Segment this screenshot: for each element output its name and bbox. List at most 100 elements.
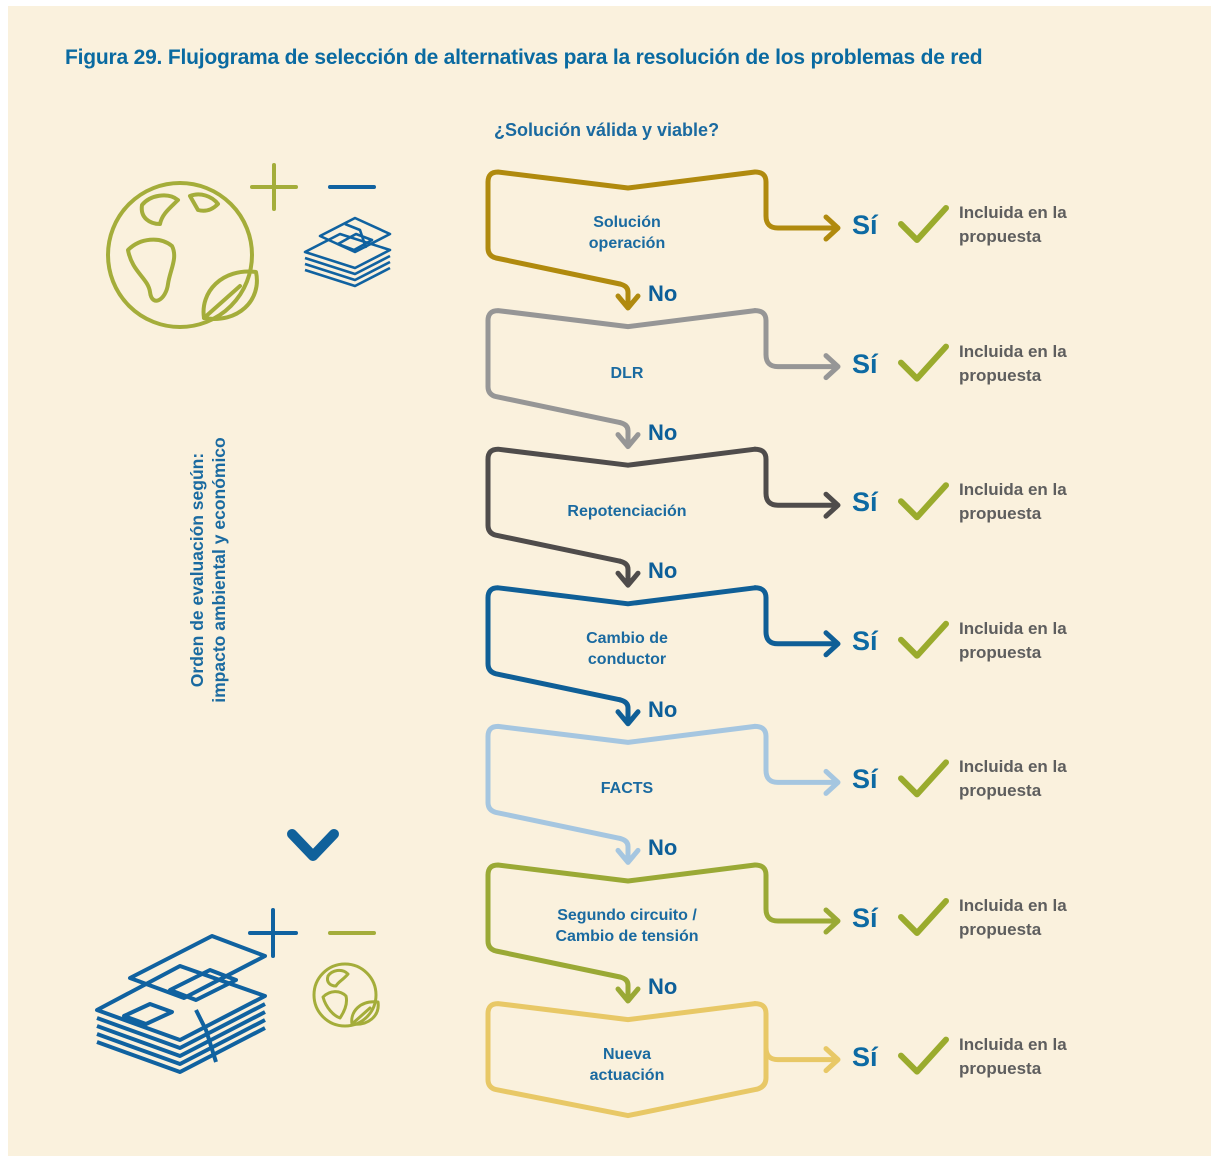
no-connector xyxy=(617,835,631,863)
flow-box-label-line2: operación xyxy=(588,235,666,252)
yes-arrow-icon xyxy=(823,353,841,381)
included-note-line2: propuesta xyxy=(959,1058,1042,1078)
flow-box-label-line1: Solución xyxy=(593,214,661,231)
flow-box-outline xyxy=(485,169,758,287)
no-label: No xyxy=(648,281,678,306)
plus-icon xyxy=(248,908,298,958)
flow-box-outline xyxy=(485,308,758,426)
included-note-line1: Incluida en la xyxy=(959,896,1067,915)
no-label: No xyxy=(648,558,678,584)
flow-box-label: FACTS xyxy=(497,778,757,799)
included-note: Incluida en la propuesta xyxy=(959,340,1119,388)
no-connector xyxy=(617,558,631,586)
flow-box-outline xyxy=(485,446,758,564)
included-note-line1: Incluida en la xyxy=(959,480,1067,500)
flow-box-label-line2: actuación xyxy=(589,1066,665,1084)
flow-box-label-line1: DLR xyxy=(610,364,644,382)
evaluation-order-label: Orden de evaluación según: impacto ambie… xyxy=(186,360,230,780)
included-note-line2: propuesta xyxy=(959,365,1042,385)
flow-step-6 xyxy=(485,862,949,1004)
yes-connector xyxy=(752,585,835,647)
yes-label: Sí xyxy=(852,764,878,795)
no-connector xyxy=(617,974,631,1002)
included-note-line1: Incluida en la xyxy=(959,618,1067,638)
yes-label: Sí xyxy=(852,903,878,933)
yes-connector xyxy=(752,723,835,785)
plus-icon xyxy=(250,163,298,211)
yes-arrow-icon xyxy=(823,214,841,242)
check-icon xyxy=(898,620,949,659)
yes-arrow-icon xyxy=(823,491,841,519)
no-arrow-icon xyxy=(615,986,641,1004)
included-note-line1: Incluida en la xyxy=(959,1034,1067,1054)
flow-box-label-line1: Nueva xyxy=(602,1045,652,1063)
check-icon xyxy=(898,1036,949,1075)
flow-step-2 xyxy=(485,308,949,450)
check-icon xyxy=(898,205,949,243)
no-connector xyxy=(617,420,631,448)
flow-box-label: Solución operación xyxy=(497,212,757,254)
no-arrow-icon xyxy=(615,847,641,865)
yes-label: Sí xyxy=(852,210,878,240)
flow-step-1 xyxy=(485,169,949,311)
yes-arrow-icon xyxy=(823,768,841,796)
flow-box-label-line1: Segundo circuito / xyxy=(557,907,697,924)
flow-box-label-line2: conductor xyxy=(587,650,667,668)
yes-label: Sí xyxy=(852,487,878,518)
included-note-line2: propuesta xyxy=(959,920,1042,939)
evaluation-order-label-line1: Orden de evaluación según: xyxy=(187,452,207,688)
included-note-line1: Incluida en la xyxy=(959,341,1067,361)
no-label: No xyxy=(648,974,678,999)
flow-box-label-line1: Repotenciación xyxy=(567,503,687,521)
no-label: No xyxy=(648,696,678,722)
no-arrow-icon xyxy=(615,709,641,727)
yes-connector xyxy=(752,169,835,231)
globe-leaf-icon xyxy=(312,962,380,1028)
included-note-line1: Incluida en la xyxy=(959,203,1067,222)
check-icon xyxy=(898,343,949,382)
yes-label: Sí xyxy=(852,1041,878,1072)
flow-box-outline xyxy=(485,723,758,841)
evaluation-order-label-line2: impacto ambiental y económico xyxy=(209,437,229,703)
flow-step-5 xyxy=(485,723,949,865)
yes-label: Sí xyxy=(852,348,878,379)
money-stack-icon xyxy=(95,934,267,1074)
flow-step-7 xyxy=(485,1001,949,1119)
no-label: No xyxy=(648,835,678,861)
included-note: Incluida en la propuesta xyxy=(959,617,1119,665)
flow-box-outline xyxy=(485,1001,769,1119)
flow-box-label: DLR xyxy=(497,363,757,384)
included-note-line2: propuesta xyxy=(959,781,1042,801)
no-connector xyxy=(617,697,631,725)
check-icon xyxy=(898,759,949,798)
flow-box-label: Segundo circuito / Cambio de tensión xyxy=(497,905,757,947)
globe-leaf-icon xyxy=(106,181,259,329)
yes-arrow-icon xyxy=(823,1046,841,1074)
yes-label: Sí xyxy=(852,625,878,656)
flow-box-label-line2: Cambio de tensión xyxy=(555,928,699,945)
included-note: Incluida en la propuesta xyxy=(959,1033,1119,1081)
evaluation-order-arrow xyxy=(287,367,339,861)
figure-title: Figura 29. Flujograma de selección de al… xyxy=(65,46,983,69)
included-note-line2: propuesta xyxy=(959,642,1042,662)
money-stack-icon xyxy=(303,216,392,288)
yes-connector xyxy=(752,446,835,508)
check-icon xyxy=(898,482,949,521)
no-connector xyxy=(617,281,631,309)
flow-step-4 xyxy=(485,585,949,727)
yes-connector xyxy=(752,308,835,370)
no-arrow-icon xyxy=(615,570,641,588)
yes-arrow-icon xyxy=(823,907,841,935)
included-note: Incluida en la propuesta xyxy=(959,894,1119,942)
included-note-line2: propuesta xyxy=(959,227,1042,246)
yes-arrow-icon xyxy=(823,630,841,658)
question-heading: ¿Solución válida y viable? xyxy=(494,120,720,140)
flow-box-outline xyxy=(485,585,758,703)
no-arrow-icon xyxy=(615,293,641,311)
no-label: No xyxy=(648,419,678,445)
included-note: Incluida en la propuesta xyxy=(959,201,1119,249)
flow-box-outline xyxy=(485,862,758,980)
